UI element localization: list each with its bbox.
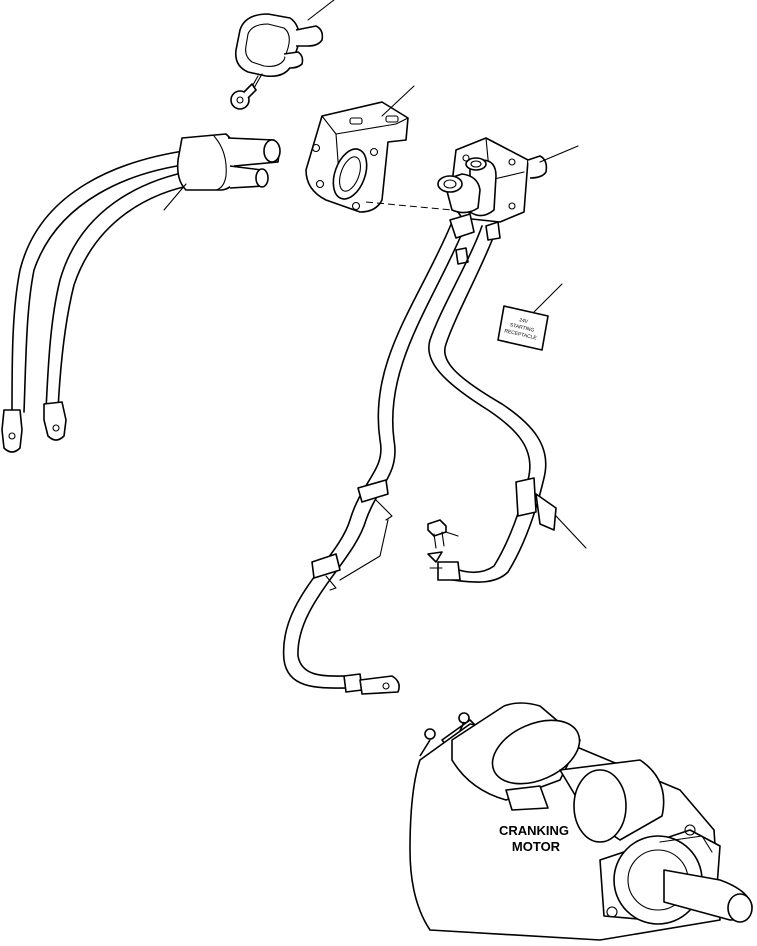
- decal-line-2: STARTING: [509, 322, 535, 333]
- receptacle-decal: 24V STARTING RECEPTACLE: [497, 283, 563, 351]
- ground-cable: [428, 221, 587, 583]
- cranking-motor: CRANKING MOTOR: [409, 702, 753, 941]
- positive-cable: [282, 213, 475, 695]
- starting-receptacle: [437, 137, 579, 223]
- cap-screw: [427, 519, 459, 563]
- component-label-line-1: CRANKING: [499, 823, 569, 838]
- dust-cap: [230, 0, 335, 110]
- battery-cable-pair: [1, 133, 281, 453]
- component-label-line-2: MOTOR: [512, 839, 561, 854]
- decal-line-1: 24V: [519, 317, 530, 325]
- mounting-bracket: [305, 85, 415, 213]
